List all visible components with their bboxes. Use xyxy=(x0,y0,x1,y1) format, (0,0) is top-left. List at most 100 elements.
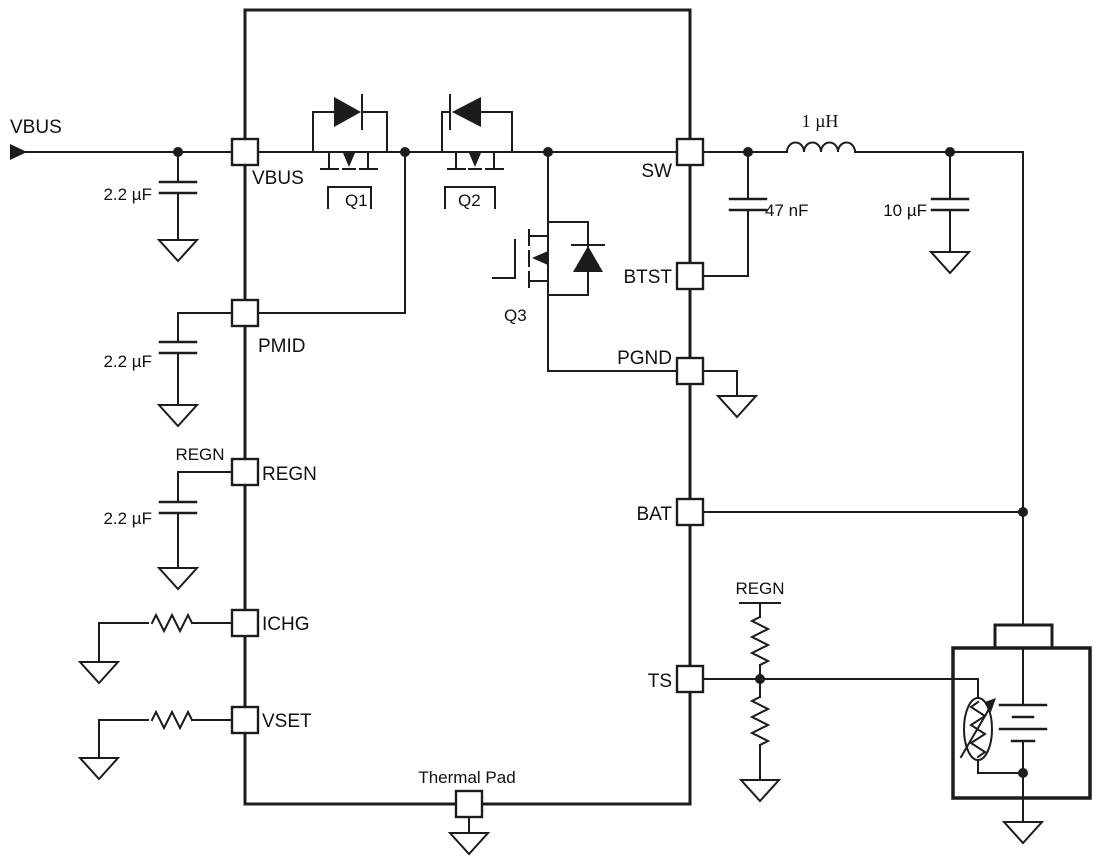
pmid-cap-value: 2.2 µF xyxy=(103,352,152,371)
pin-sw xyxy=(675,137,705,167)
q2-body-arrow-icon xyxy=(469,153,481,167)
battery-terminal-tab xyxy=(993,623,1054,650)
q2-gate-bracket xyxy=(444,186,496,209)
q2-diode-loop-left xyxy=(441,111,450,153)
ground-icon xyxy=(447,832,491,856)
pin-ts-label: TS xyxy=(648,671,672,692)
ic-body-outline xyxy=(243,8,692,806)
junction-dot xyxy=(543,147,553,157)
pin-vbus-label: VBUS xyxy=(252,168,304,189)
capacitor-lead-wire xyxy=(177,471,233,569)
capacitor-symbol xyxy=(930,197,970,212)
pin-sw-label: SW xyxy=(641,161,672,182)
mosfet-q3 xyxy=(492,151,678,372)
ichg-resistor xyxy=(77,612,233,685)
pin-vset xyxy=(230,705,260,735)
output-rail-wire xyxy=(854,151,1024,626)
resistor-ground-wire xyxy=(98,719,149,759)
junction-dot xyxy=(945,147,955,157)
pin-bat-label: BAT xyxy=(636,504,672,525)
ts-wire xyxy=(702,678,979,699)
mosfet-q1 xyxy=(312,94,388,209)
thermal-pad-label: Thermal Pad xyxy=(418,768,515,787)
ground-icon xyxy=(156,239,200,263)
q2-body-diode-icon xyxy=(452,97,481,127)
pin-ts xyxy=(675,664,705,694)
capacitor-lead-wire xyxy=(177,312,233,406)
q1-label: Q1 xyxy=(345,191,368,210)
q3-drain-source-wire xyxy=(547,151,678,372)
ground-icon xyxy=(738,779,782,803)
pulldown-resistor-symbol xyxy=(749,695,771,747)
q3-channel-ticks xyxy=(528,235,549,282)
q3-label: Q3 xyxy=(504,306,527,325)
battery-pack-outline xyxy=(951,646,1092,800)
q1-diode-loop-left xyxy=(312,111,335,153)
ground-icon xyxy=(77,661,121,685)
thermistor-arrow-line xyxy=(959,702,994,759)
q1-body-arrow-icon xyxy=(343,153,355,167)
junction-dot xyxy=(1018,507,1028,517)
pin-vbus xyxy=(230,137,260,167)
vset-resistor xyxy=(77,709,233,781)
output-capacitor xyxy=(928,151,972,275)
junction-dot xyxy=(400,147,410,157)
pin-btst-label: BTST xyxy=(623,267,672,288)
battery-cell-symbol xyxy=(998,703,1048,743)
inductor-value: 1 µH xyxy=(802,111,839,131)
q3-body-diode-icon xyxy=(573,246,603,272)
q2-label: Q2 xyxy=(458,191,481,210)
pullup-resistor-symbol xyxy=(749,615,771,667)
q2-diode-loop-right xyxy=(480,111,513,153)
regn-pullup-label: REGN xyxy=(735,579,784,598)
q1-body-diode-icon xyxy=(334,97,361,127)
ground-icon xyxy=(156,567,200,591)
q1-gate-bracket xyxy=(327,186,372,209)
pin-pmid-label: PMID xyxy=(258,336,306,357)
input-capacitor xyxy=(156,151,200,263)
input-cap-value: 2.2 µF xyxy=(103,185,152,204)
pin-pgnd xyxy=(675,356,705,386)
thermistor-bottom-wire xyxy=(977,759,1024,774)
resistor-ground-wire xyxy=(98,622,149,663)
capacitor-lead-wire xyxy=(702,151,749,277)
q2-terminal-stubs xyxy=(455,151,495,170)
regn-net-label: REGN xyxy=(175,445,224,464)
capacitor-symbol xyxy=(728,197,768,212)
pgnd-ground xyxy=(702,370,759,419)
regn-cap-value: 2.2 µF xyxy=(103,509,152,528)
vbus-source-label: VBUS xyxy=(10,117,62,138)
pin-regn-label: REGN xyxy=(262,464,317,485)
pin-ichg xyxy=(230,608,260,638)
bootstrap-capacitor xyxy=(702,151,768,277)
pin-pgnd-label: PGND xyxy=(617,348,672,369)
output-cap-value: 10 µF xyxy=(883,201,927,220)
pmid-tap-wire xyxy=(257,151,406,314)
pin-pmid xyxy=(230,298,260,328)
ground-icon xyxy=(77,757,121,781)
thermistor xyxy=(959,697,1024,774)
thermistor-arrowhead-icon xyxy=(985,698,996,712)
pin-thermal-pad xyxy=(454,789,484,819)
pin-regn xyxy=(230,457,260,487)
q3-body-arrow-icon xyxy=(532,251,548,265)
q1-terminal-stubs xyxy=(328,151,369,170)
input-arrow-icon xyxy=(10,144,27,160)
pin-ichg-label: ICHG xyxy=(262,614,310,635)
q3-gate xyxy=(492,239,516,279)
pin-bat xyxy=(675,497,705,527)
inductor-symbol xyxy=(785,141,857,154)
resistor-symbol xyxy=(150,709,194,731)
vbus-source-input xyxy=(10,144,233,160)
ground-icon xyxy=(928,251,972,275)
junction-dot xyxy=(743,147,753,157)
pin-btst xyxy=(675,261,705,291)
capacitor-symbol xyxy=(158,180,198,195)
thermal-pad-ground xyxy=(447,816,491,856)
ts-resistor-divider xyxy=(738,602,782,803)
ground-icon xyxy=(1001,821,1045,845)
q1-diode-loop-right xyxy=(361,111,388,153)
capacitor-symbol xyxy=(158,500,198,515)
